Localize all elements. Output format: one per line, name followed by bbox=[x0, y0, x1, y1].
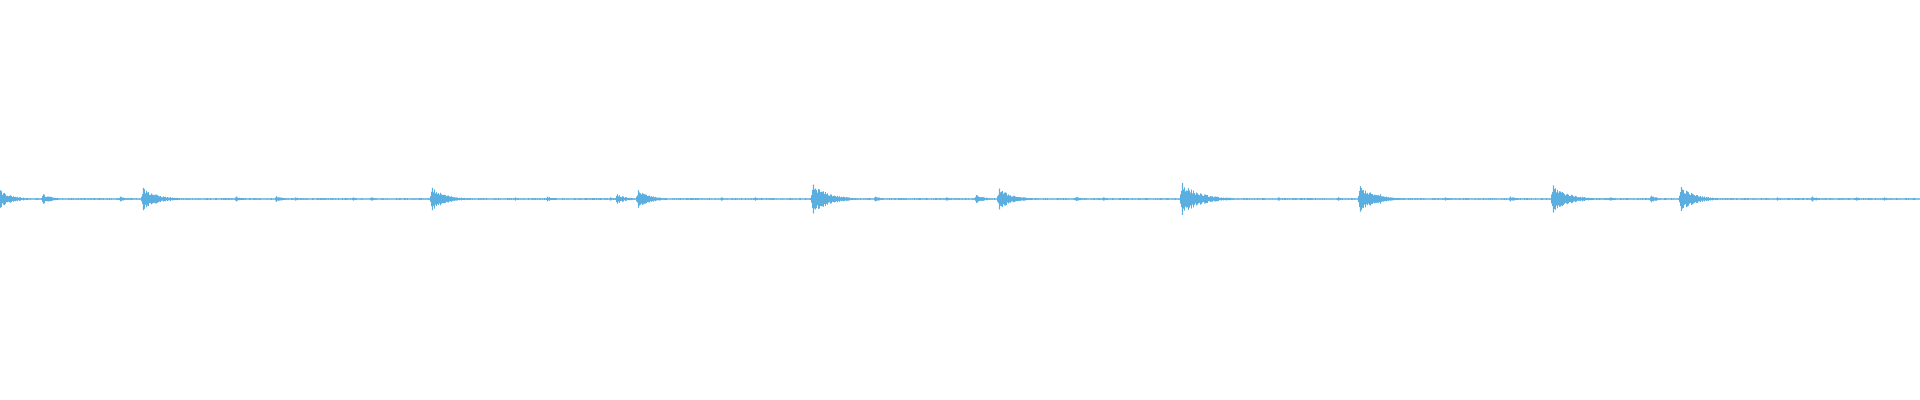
waveform-signal bbox=[0, 185, 1920, 213]
